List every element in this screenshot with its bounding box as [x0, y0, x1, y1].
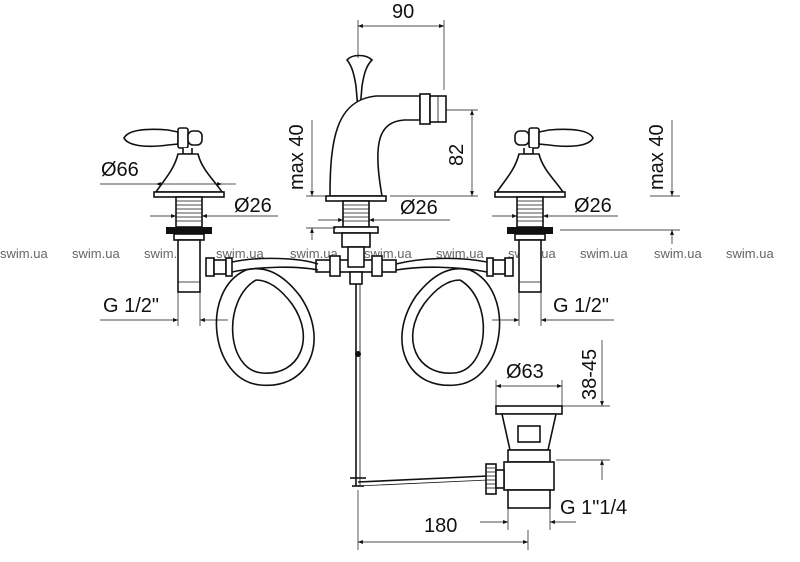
left-flex-hose	[215, 257, 319, 387]
center-spout	[315, 54, 489, 487]
dim-label-right-max-deck: max 40	[646, 124, 668, 190]
right-lever-handle	[538, 128, 594, 148]
left-lever-handle	[123, 128, 179, 148]
spout-aerator	[419, 93, 431, 125]
dim-label-left-escutcheon-diameter: Ø26	[234, 195, 272, 217]
watermark: swim.ua	[72, 246, 120, 261]
watermark: swim.ua	[580, 246, 628, 261]
right-valve	[486, 127, 594, 293]
popup-linkage-rod	[357, 475, 489, 483]
right-lock-nut	[507, 227, 553, 234]
left-bell-escutcheon	[154, 153, 224, 193]
right-flex-hose	[395, 257, 501, 387]
right-thread-body	[516, 196, 544, 228]
dim-label-left-thread: G 1/2"	[103, 295, 159, 317]
right-bell-escutcheon	[495, 153, 565, 193]
waste-pivot-nut	[485, 463, 505, 495]
waste-tail	[507, 489, 551, 509]
left-thread-body	[175, 196, 203, 228]
dim-label-waste-diameter: Ø63	[506, 361, 544, 383]
left-lever-collar	[177, 127, 189, 149]
spout-body	[329, 95, 421, 197]
dim-label-top-width: 90	[392, 1, 414, 23]
dim-label-handle-diameter: Ø66	[101, 159, 139, 181]
dim-label-waste-height-range: 38-45	[579, 349, 601, 400]
dim-label-left-max-deck: max 40	[286, 124, 308, 190]
dimension-lines	[100, 20, 680, 550]
left-lock-nut	[166, 227, 212, 234]
right-lever-knob	[514, 130, 530, 146]
left-shank	[177, 239, 201, 293]
watermark: swim.ua	[0, 246, 48, 261]
dim-label-right-thread: G 1/2"	[553, 295, 609, 317]
popup-lever	[345, 54, 374, 111]
watermark-row: swim.ua swim.ua swim.ua swim.ua swim.ua …	[0, 246, 774, 261]
dim-label-bottom-width: 180	[424, 515, 457, 537]
dim-label-spout-height: 82	[446, 144, 468, 166]
waste-body	[503, 461, 555, 491]
dim-label-spout-base-diameter: Ø26	[400, 197, 438, 219]
spout-thread-body	[342, 200, 370, 228]
watermark: swim.ua	[290, 246, 338, 261]
dim-label-waste-thread: G 1"1/4	[560, 497, 627, 519]
dim-label-right-escutcheon-diameter: Ø26	[574, 195, 612, 217]
watermark: swim.ua	[436, 246, 484, 261]
left-valve	[123, 127, 233, 293]
waste-flange	[495, 405, 563, 415]
waste-window	[517, 425, 541, 443]
left-lever-knob	[187, 130, 203, 146]
watermark: swim.ua	[726, 246, 774, 261]
right-shank	[518, 239, 542, 293]
watermark: swim.ua	[654, 246, 702, 261]
right-lever-collar	[528, 127, 540, 149]
dimension-labels: 90 Ø66 Ø26 Ø26 Ø26 max 40 max 40 82 G 1/…	[101, 1, 668, 537]
popup-waste	[485, 405, 563, 509]
